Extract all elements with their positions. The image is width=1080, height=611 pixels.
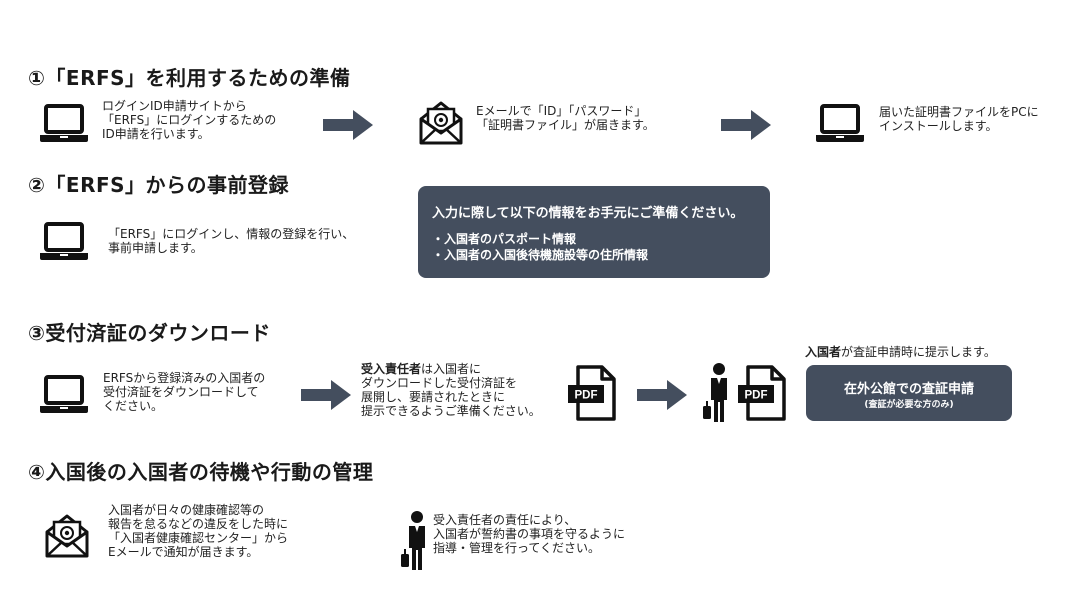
s3-note: 入国者が査証申請時に提示します。 [805,345,996,359]
section4-heading: ④入国後の入国者の待機や行動の管理 [28,460,374,484]
laptop-icon [38,373,90,415]
pdf-label: PDF [575,390,598,402]
s1-step1-text: ログインID申請サイトから 「ERFS」にログインするための ID申請を行います… [102,99,277,141]
laptop-icon [38,102,90,144]
person-luggage-icon [702,362,732,424]
s2-step-text: 「ERFS」にログインし、情報の登録を行い、 事前申請します。 [108,227,355,255]
responsible-person-label: 受入責任者 [361,362,422,376]
entrant-label: 入国者 [805,345,842,359]
info-box: 入力に際して以下の情報をお手元にご準備ください。 ・入国者のパスポート情報 ・入… [418,186,770,278]
pdf-icon: PDF [566,363,618,423]
arrow-right-icon [301,380,351,410]
person-luggage-icon [400,510,430,572]
visa-application-sub: (査証が必要な方のみ) [864,400,954,410]
s4-step1-text: 入国者が日々の健康確認等の 報告を怠るなどの違反をした時に 「入国者健康確認セン… [108,503,289,559]
info-box-item: ・入国者のパスポート情報 [432,232,577,246]
pdf-label: PDF [745,390,768,402]
visa-application-label: 在外公館での査証申請 [843,382,974,397]
section1-heading: ①「ERFS」を利用するための準備 [28,66,351,90]
visa-application-button[interactable]: 在外公館での査証申請 (査証が必要な方のみ) [806,365,1012,421]
s3-step2-text: 受入責任者は入国者にダウンロードした受付済証を 展開し、要請されたときに 提示で… [361,362,541,418]
s1-step2-text: Eメールで「ID」「パスワード」 「証明書ファイル」が届きます。 [476,104,655,132]
laptop-icon [814,102,866,144]
laptop-icon [38,220,90,262]
info-box-item: ・入国者の入国後待機施設等の住所情報 [432,248,649,262]
email-icon [418,99,464,147]
arrow-right-icon [323,110,373,140]
s3-step1-text: ERFSから登録済みの入国者の 受付済証をダウンロードして ください。 [103,371,266,413]
email-icon [44,512,90,560]
section3-heading: ③受付済証のダウンロード [28,321,271,345]
section2-heading: ②「ERFS」からの事前登録 [28,173,290,197]
info-box-title: 入力に際して以下の情報をお手元にご準備ください。 [432,206,744,221]
s1-step3-text: 届いた証明書ファイルをPCに インストールします。 [879,105,1039,133]
arrow-right-icon [721,110,771,140]
pdf-icon: PDF [736,363,788,423]
s4-step2-text: 受入責任者の責任により、 入国者が誓約書の事項を守るように 指導・管理を行ってく… [433,513,626,555]
arrow-right-icon [637,380,687,410]
